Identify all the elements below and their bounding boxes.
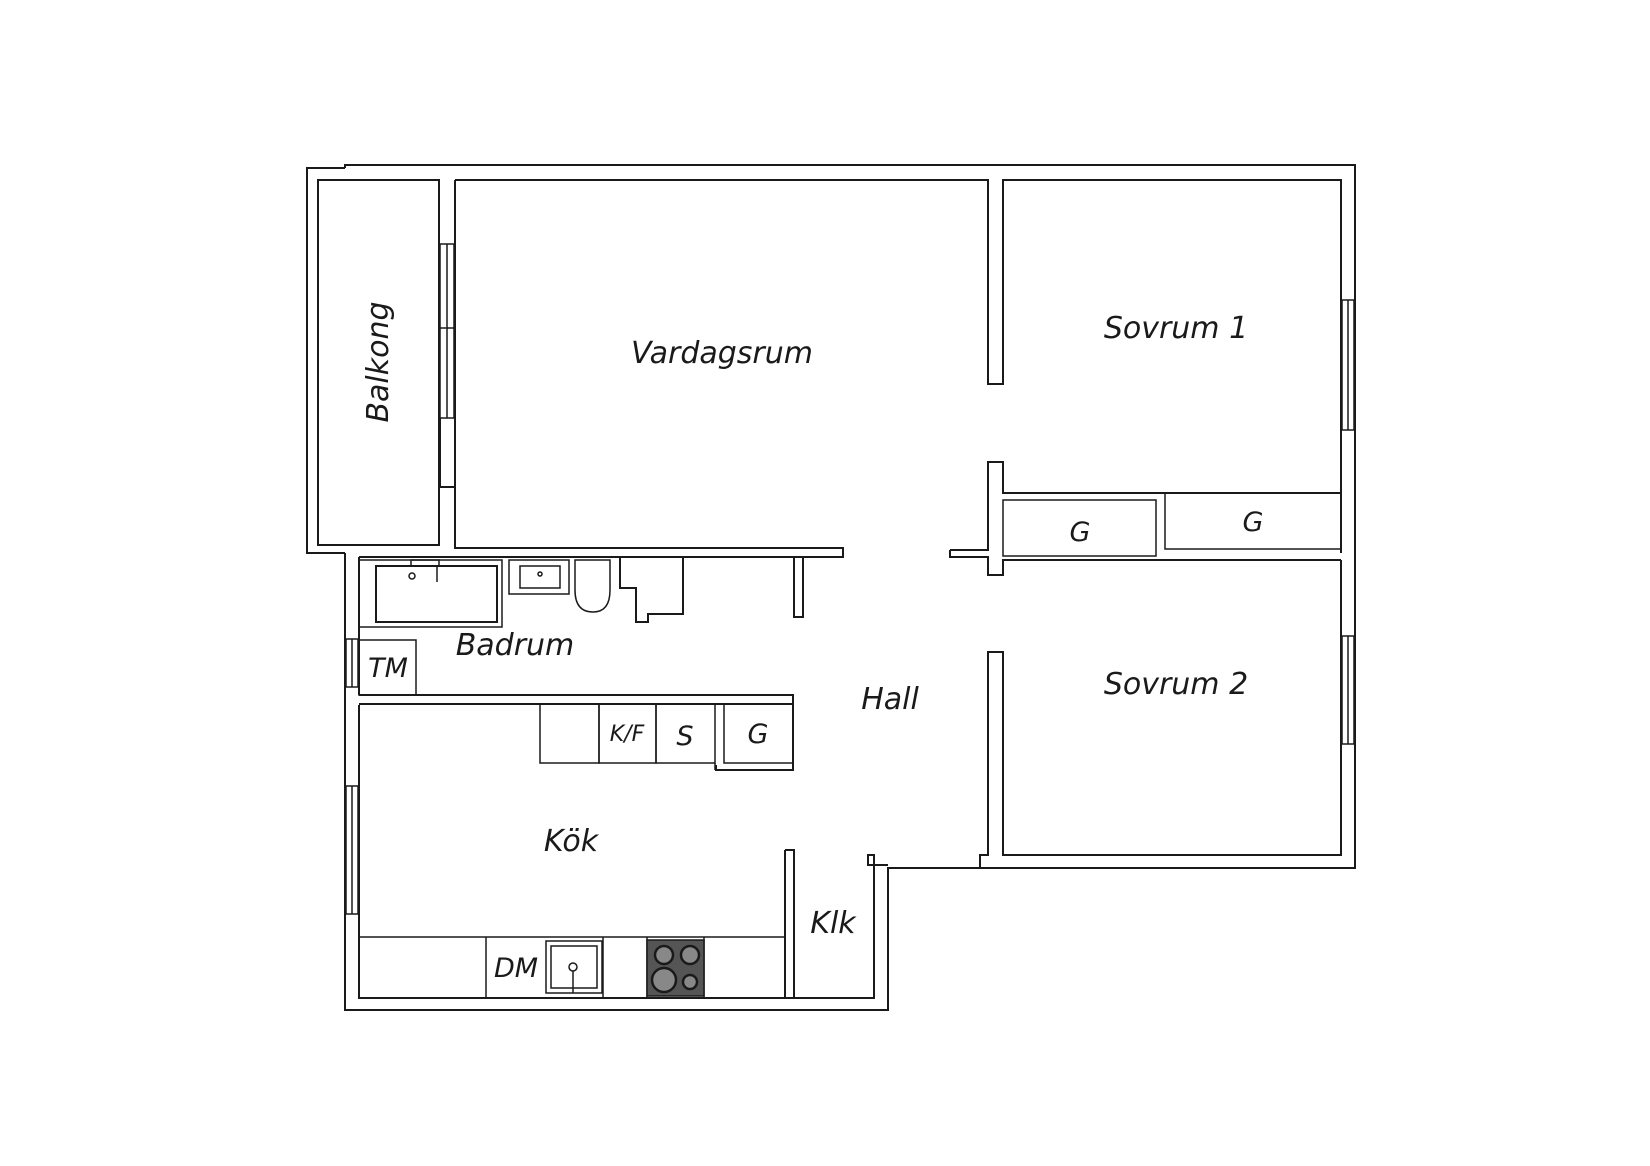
storage-g xyxy=(723,703,794,764)
storage-s xyxy=(655,703,716,764)
room-label-balkong: Balkong xyxy=(361,301,396,422)
toilet xyxy=(574,559,611,613)
room-label-sovrum1: Sovrum 1 xyxy=(1104,311,1248,346)
counter xyxy=(358,936,786,999)
room-label-hall: Hall xyxy=(861,682,919,717)
fixture-label-g-kitchen: G xyxy=(748,719,769,750)
fixture-label-g-closet1: G xyxy=(1070,517,1091,548)
outer-walls xyxy=(344,164,1356,1011)
balcony xyxy=(306,167,440,554)
fixture-label-kf: K/F xyxy=(610,722,645,747)
fixture-label-tm: TM xyxy=(368,653,408,684)
kitchen-fixtures xyxy=(358,703,794,999)
kitchen-sink xyxy=(545,940,603,994)
tap xyxy=(410,559,440,567)
room-label-vardagsrum: Vardagsrum xyxy=(631,336,813,371)
closets xyxy=(1002,492,1342,557)
windows xyxy=(345,243,1355,915)
fixture-label-dm: DM xyxy=(494,953,538,984)
room-label-kok: Kök xyxy=(544,824,600,859)
washing-machine xyxy=(358,639,417,696)
room-labels: Balkong Vardagsrum Sovrum 1 Sovrum 2 Bad… xyxy=(361,301,1248,941)
room-label-badrum: Badrum xyxy=(456,628,575,663)
fixture-label-s: S xyxy=(676,721,693,752)
bathtub xyxy=(358,559,503,628)
sink xyxy=(508,559,570,595)
room-label-klk: Klk xyxy=(810,906,857,941)
fixture-labels: TM K/F S G G G DM xyxy=(368,507,1263,984)
room-label-sovrum2: Sovrum 2 xyxy=(1104,667,1248,702)
fixture-label-g-closet2: G xyxy=(1243,507,1264,538)
bathroom-fixtures xyxy=(358,559,611,696)
